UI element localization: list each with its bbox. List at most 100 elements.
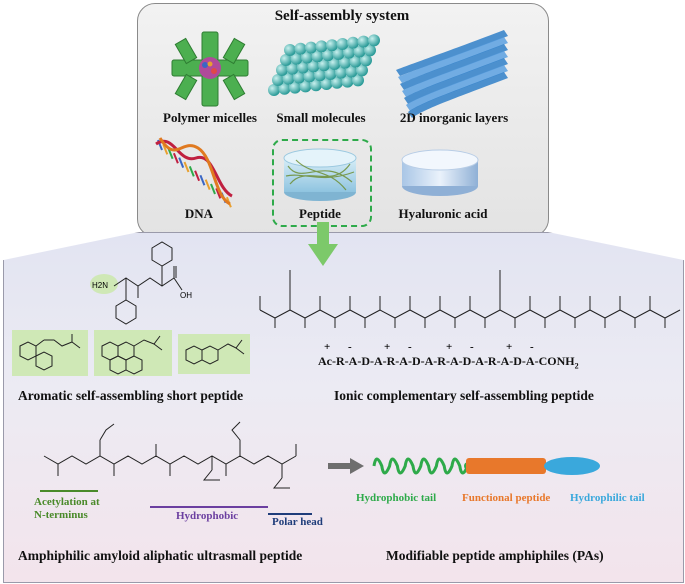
- polar-head-label: Polar head: [272, 516, 323, 528]
- inorganic-layer: [396, 30, 508, 76]
- amphiphilic-title: Amphiphilic amyloid aliphatic ultrasmall…: [18, 548, 303, 563]
- dna-label: DNA: [184, 206, 214, 221]
- molecule-sphere: [360, 54, 372, 67]
- amphiphilic-peptide-structure: [43, 421, 297, 489]
- molecule-sphere: [280, 54, 292, 66]
- peptide-types-panel: [3, 232, 684, 583]
- phe-phe-structure: H2N OH: [90, 241, 192, 325]
- molecule-sphere: [352, 74, 364, 87]
- pas-title: Modifiable peptide amphiphiles (PAs): [386, 548, 604, 563]
- molecule-sphere: [315, 40, 328, 53]
- molecule-sphere: [339, 56, 351, 69]
- dna-base-pair: [183, 161, 190, 173]
- dna-base-pair: [199, 174, 206, 186]
- inorganic-layers-icon: [396, 30, 508, 118]
- molecule-sphere: [268, 84, 280, 96]
- peptide-gel-icon: [283, 148, 357, 201]
- molecule-sphere: [293, 71, 305, 84]
- molecule-sphere: [353, 45, 366, 58]
- peptide-amphiphile-schematic: [372, 457, 600, 475]
- molecule-sphere: [357, 35, 370, 48]
- dna-base-pair: [210, 183, 216, 195]
- dna-base-pair: [162, 144, 169, 155]
- small-molecules-icon: [268, 34, 380, 96]
- charge-5: +: [446, 341, 453, 353]
- down-arrow-icon: [308, 222, 338, 266]
- inorganic-layer: [398, 37, 508, 83]
- small-molecules-label: Small molecules: [276, 110, 366, 125]
- charge-row: + - + - + - + -: [322, 341, 582, 355]
- polymer-micelles-label: Polymer micelles: [163, 110, 257, 125]
- functional-peptide-label: Functional peptide: [462, 492, 551, 504]
- molecule-sphere: [345, 65, 358, 78]
- naphthalene-structure: [185, 339, 245, 365]
- molecule-sphere: [343, 46, 355, 59]
- hydrophobic-underline: [150, 506, 268, 508]
- inorganic-layer: [402, 51, 508, 97]
- peptide-label: Peptide: [299, 206, 341, 221]
- inorganic-layer: [400, 44, 508, 90]
- molecule-sphere: [284, 44, 296, 56]
- molecule-sphere: [311, 50, 324, 63]
- hydrophilic-tail-label: Hydrophilic tail: [570, 492, 645, 504]
- molecule-sphere: [278, 82, 291, 95]
- molecule-sphere: [368, 34, 380, 47]
- molecule-sphere: [307, 60, 320, 73]
- pyrene-structure: [101, 335, 163, 375]
- inorganic-layers-label: 2D inorganic layers: [399, 110, 509, 125]
- molecule-sphere: [356, 64, 368, 77]
- ionic-title: Ionic complementary self-assembling pept…: [334, 388, 594, 403]
- hyaluronic-acid-icon: [401, 149, 479, 196]
- molecule-sphere: [310, 79, 322, 92]
- molecule-sphere: [349, 55, 362, 68]
- molecule-sphere: [347, 36, 359, 49]
- charge-2: -: [348, 341, 352, 353]
- molecule-sphere: [336, 38, 349, 50]
- fmoc-box: [12, 330, 88, 376]
- right-arrow-icon: [328, 458, 364, 474]
- molecule-sphere: [326, 39, 338, 52]
- dna-base-pair: [172, 152, 179, 164]
- inorganic-layer: [406, 65, 508, 111]
- molecule-sphere: [331, 76, 343, 89]
- charge-7: +: [506, 341, 513, 353]
- hyaluronic-acid-label: Hyaluronic acid: [398, 206, 488, 221]
- charge-1: +: [324, 341, 331, 353]
- hydroxy-text: OH: [180, 291, 192, 300]
- inorganic-layer: [408, 72, 508, 118]
- molecule-sphere: [332, 48, 345, 60]
- self-assembly-title: Self-assembly system: [274, 8, 410, 24]
- charge-8: -: [530, 341, 534, 353]
- molecule-sphere: [322, 49, 334, 62]
- molecule-sphere: [364, 44, 376, 57]
- dna-base-pair: [194, 170, 201, 182]
- amine-text: H2N: [92, 281, 108, 290]
- aromatic-title: Aromatic self-assembling short peptide: [18, 388, 244, 403]
- molecule-sphere: [320, 78, 333, 90]
- hydrophobic-label: Hydrophobic: [176, 510, 239, 522]
- molecule-sphere: [335, 66, 347, 79]
- acetylation-underline: [40, 490, 98, 492]
- molecule-sphere: [324, 68, 337, 80]
- ionic-peptide-structure: [259, 270, 681, 328]
- molecule-sphere: [318, 59, 330, 72]
- hydrophobic-tail-label: Hydrophobic tail: [356, 492, 437, 504]
- molecule-sphere: [289, 81, 301, 94]
- molecule-sphere: [297, 61, 309, 74]
- molecule-sphere: [286, 62, 299, 75]
- dna-base-pair: [204, 179, 211, 190]
- dna-helix-icon: [155, 137, 233, 208]
- polymer-micelle-icon: [171, 31, 249, 107]
- molecule-sphere: [303, 70, 316, 83]
- inorganic-layer: [404, 58, 508, 104]
- dna-base-pair: [215, 188, 222, 199]
- dna-base-pair: [188, 166, 195, 177]
- molecule-sphere: [314, 69, 326, 82]
- charge-4: -: [408, 341, 412, 353]
- molecule-sphere: [328, 58, 341, 70]
- charge-6: -: [470, 341, 474, 353]
- molecule-sphere: [294, 42, 307, 55]
- polar-underline: [268, 513, 312, 515]
- naphthalene-box: [178, 334, 250, 374]
- molecule-sphere: [276, 64, 288, 76]
